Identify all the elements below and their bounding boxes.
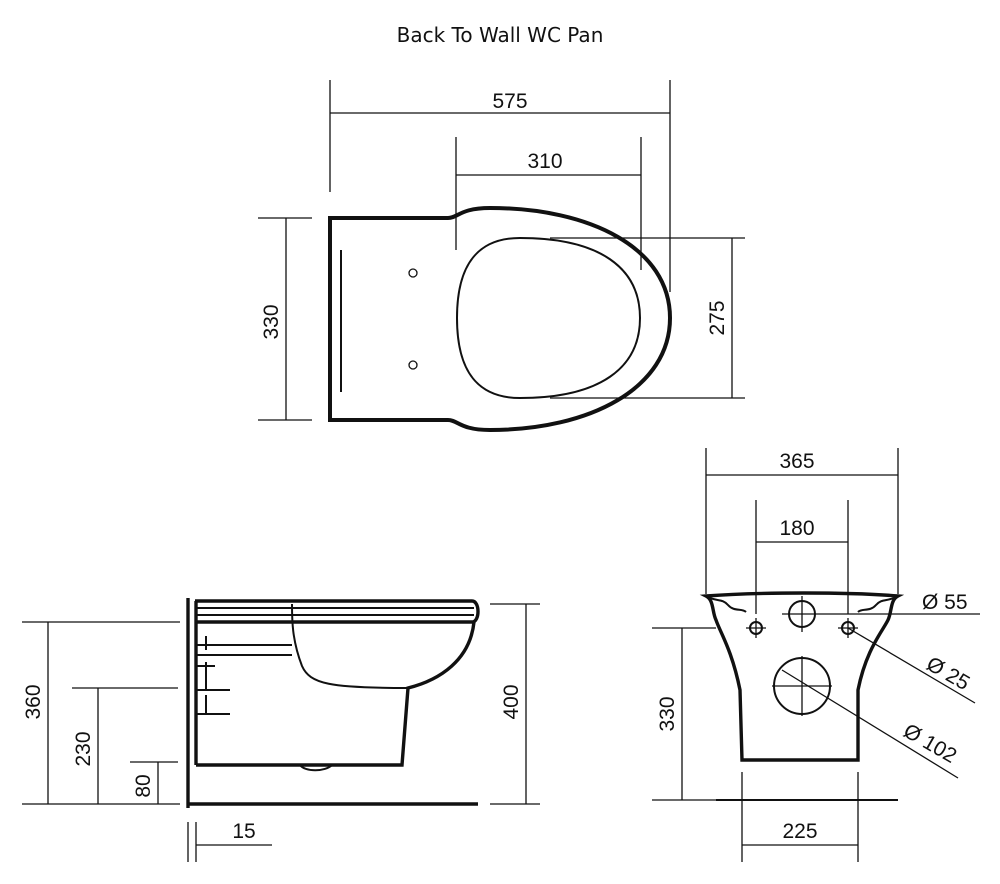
dim-310: 310	[527, 150, 562, 173]
dim-400: 400	[500, 684, 523, 719]
side-view: 360 230 80 400 15	[22, 598, 540, 862]
dim-360: 360	[22, 684, 45, 719]
dim-575: 575	[492, 90, 527, 113]
top-view-fixing-hole	[408, 268, 418, 278]
dim-80: 80	[132, 774, 155, 797]
dim-275: 275	[706, 300, 729, 335]
dim-330-top: 330	[260, 304, 283, 339]
page-title: Back To Wall WC Pan	[397, 23, 604, 47]
dim-180: 180	[779, 517, 814, 540]
dim-365: 365	[779, 450, 814, 473]
dim-225: 225	[782, 820, 817, 843]
top-view-seat-opening	[455, 236, 642, 400]
rear-view: Ø 55 Ø 25 Ø 102 365 180 330	[652, 448, 980, 862]
dim-15: 15	[232, 820, 255, 843]
side-view-body	[196, 621, 476, 767]
top-view: 575 310 330 275	[258, 80, 745, 433]
dim-330-rear: 330	[656, 696, 679, 731]
dim-dia-55: Ø 55	[922, 591, 968, 614]
top-view-outline	[328, 205, 673, 433]
top-view-fixing-hole	[408, 360, 418, 370]
side-view-rim	[195, 599, 480, 624]
dim-dia-25: Ø 25	[923, 652, 974, 695]
rear-view-outline	[699, 591, 905, 762]
dim-230: 230	[72, 731, 95, 766]
